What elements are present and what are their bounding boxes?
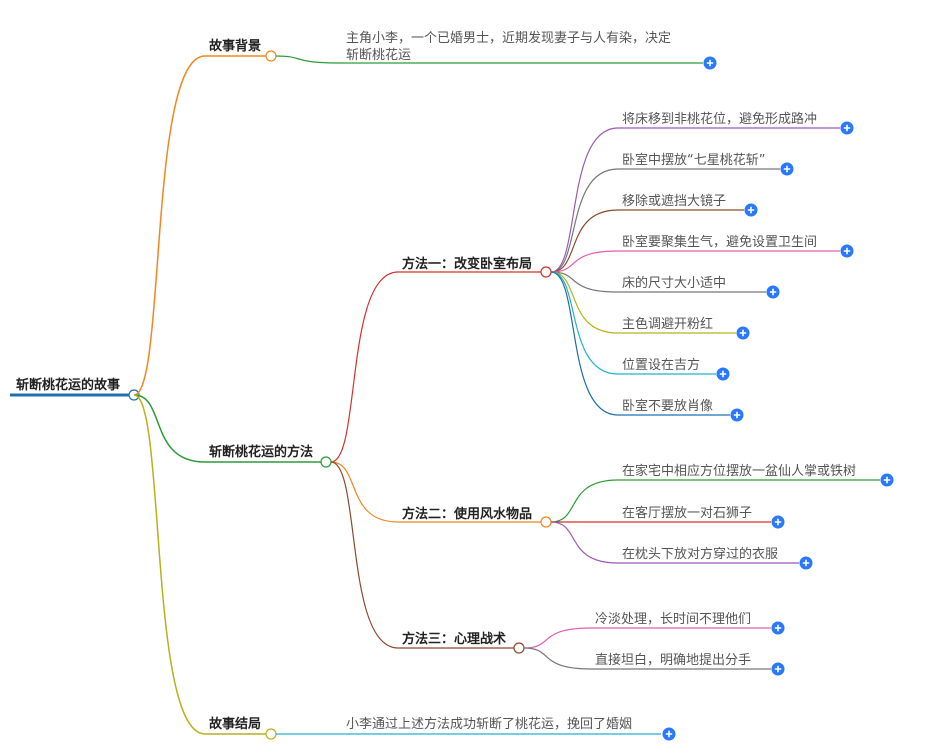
method1-item[interactable]: 主色调避开粉红 bbox=[622, 317, 714, 332]
method2-item[interactable]: 在家宅中相应方位摆放一盆仙人掌或铁树 bbox=[622, 464, 857, 479]
method-2[interactable]: 方法二：使用风水物品 bbox=[402, 507, 533, 522]
connector-line bbox=[330, 461, 399, 523]
method1-item[interactable]: 卧室中摆放“七星桃花斩” bbox=[622, 153, 766, 168]
collapse-toggle-icon[interactable] bbox=[540, 266, 552, 278]
expand-plus-icon[interactable] bbox=[771, 515, 785, 529]
expand-plus-icon[interactable] bbox=[799, 556, 813, 570]
connector-line bbox=[550, 271, 619, 416]
expand-plus-icon[interactable] bbox=[730, 408, 744, 422]
connector-line bbox=[550, 250, 619, 273]
method-1[interactable]: 方法一：改变卧室布局 bbox=[402, 257, 533, 272]
branch-methods[interactable]: 斩断桃花运的方法 bbox=[209, 445, 314, 460]
method1-item[interactable]: 移除或遮挡大镜子 bbox=[622, 194, 727, 209]
expand-plus-icon[interactable] bbox=[736, 326, 750, 340]
method2-item[interactable]: 在客厅摆放一对石狮子 bbox=[622, 506, 753, 521]
method3-item[interactable]: 直接坦白，明确地提出分手 bbox=[595, 653, 752, 668]
expand-plus-icon[interactable] bbox=[771, 621, 785, 635]
collapse-toggle-icon[interactable] bbox=[265, 50, 277, 62]
expand-plus-icon[interactable] bbox=[840, 121, 854, 135]
expand-plus-icon[interactable] bbox=[840, 244, 854, 258]
connector-line bbox=[550, 168, 619, 273]
method1-item[interactable]: 位置设在吉方 bbox=[622, 358, 701, 373]
branch-story-ending[interactable]: 故事结局 bbox=[209, 717, 262, 732]
background-detail-line2[interactable]: 斩断桃花运 bbox=[346, 48, 412, 63]
background-detail-line1[interactable]: 主角小李，一个已婚男士，近期发现妻子与人有染，决定 bbox=[346, 31, 672, 46]
connector-line bbox=[550, 127, 619, 273]
ending-detail[interactable]: 小李通过上述方法成功斩断了桃花运，挽回了婚姻 bbox=[346, 717, 633, 732]
expand-plus-icon[interactable] bbox=[880, 473, 894, 487]
collapse-toggle-icon[interactable] bbox=[320, 456, 332, 468]
connector-line bbox=[550, 271, 619, 293]
connector-line bbox=[550, 209, 619, 273]
expand-plus-icon[interactable] bbox=[744, 203, 758, 217]
connector-line bbox=[523, 647, 592, 670]
method2-item[interactable]: 在枕头下放对方穿过的衣服 bbox=[622, 547, 779, 562]
branch-story-background[interactable]: 故事背景 bbox=[209, 39, 262, 54]
method-3[interactable]: 方法三：心理战术 bbox=[402, 632, 507, 647]
method1-item[interactable]: 床的尺寸大小适中 bbox=[622, 276, 727, 291]
expand-plus-icon[interactable] bbox=[716, 367, 730, 381]
connector-line bbox=[550, 521, 619, 564]
collapse-toggle-icon[interactable] bbox=[265, 728, 277, 740]
connector-line bbox=[550, 479, 619, 523]
connector-line bbox=[550, 271, 619, 334]
connector-line bbox=[550, 271, 619, 375]
expand-plus-icon[interactable] bbox=[780, 162, 794, 176]
method1-item[interactable]: 将床移到非桃花位，避免形成路冲 bbox=[622, 112, 818, 127]
method1-item[interactable]: 卧室要聚集生气，避免设置卫生间 bbox=[622, 235, 818, 250]
root-topic[interactable]: 斩断桃花运的故事 bbox=[16, 378, 121, 393]
connector-line bbox=[523, 627, 592, 649]
collapse-toggle-icon[interactable] bbox=[540, 516, 552, 528]
connector-line bbox=[275, 55, 343, 64]
expand-plus-icon[interactable] bbox=[662, 727, 676, 741]
connector-line bbox=[133, 394, 206, 463]
connector-line bbox=[330, 461, 399, 649]
connector-line bbox=[330, 271, 399, 463]
collapse-toggle-icon[interactable] bbox=[513, 642, 525, 654]
connector-line bbox=[133, 55, 206, 396]
connector-line bbox=[133, 394, 206, 735]
expand-plus-icon[interactable] bbox=[766, 285, 780, 299]
method3-item[interactable]: 冷淡处理，长时间不理他们 bbox=[595, 612, 752, 627]
expand-plus-icon[interactable] bbox=[703, 56, 717, 70]
method1-item[interactable]: 卧室不要放肖像 bbox=[622, 399, 714, 414]
expand-plus-icon[interactable] bbox=[771, 662, 785, 676]
